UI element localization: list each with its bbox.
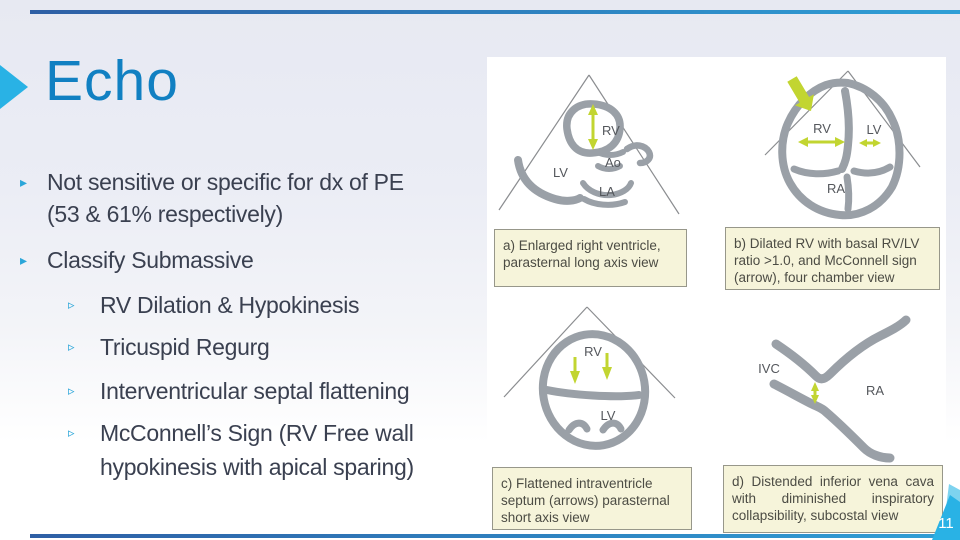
bullet-text: McConnell’s Sign (RV Free wall hypokines… [100, 416, 414, 484]
label-ra: RA [827, 181, 845, 196]
bullet-line: hypokinesis with apical sparing) [100, 454, 414, 480]
page-number: 11 [938, 515, 954, 532]
bullet-outline-triangle-icon: ▹ [68, 339, 75, 354]
label-lv: LV [867, 122, 882, 137]
bullet-item: ▸ Classify Submassive [20, 244, 482, 276]
page-title: Echo [45, 49, 179, 113]
bullet-text: Not sensitive or specific for dx of PE (… [47, 166, 404, 230]
bullet-line: (53 & 61% respectively) [47, 201, 283, 227]
diagram-short-axis: RV LV [503, 306, 676, 450]
bullet-outline-triangle-icon: ▹ [68, 425, 75, 440]
bullet-text: Tricuspid Regurg [100, 330, 270, 364]
sub-bullet-item: ▹ McConnell’s Sign (RV Free wall hypokin… [68, 416, 478, 484]
echo-figure-panel: RV LV Ao LA a) Enlarged right ventricle,… [487, 57, 946, 535]
label-ivc: IVC [758, 361, 780, 376]
bullet-text: RV Dilation & Hypokinesis [100, 288, 360, 322]
diagram-subcostal-ivc: IVC RA [758, 315, 911, 463]
label-rv: RV [813, 121, 831, 136]
title-arrow-icon [0, 65, 28, 109]
bullet-item: ▸ Not sensitive or specific for dx of PE… [20, 166, 482, 230]
caption-a: a) Enlarged right ventricle, parasternal… [494, 229, 687, 287]
bullet-text: Interventricular septal flattening [100, 374, 410, 408]
label-la: LA [599, 184, 615, 199]
bullet-line: Not sensitive or specific for dx of PE [47, 169, 404, 195]
page-number-flag: 11 [932, 484, 960, 540]
sub-bullet-item: ▹ Tricuspid Regurg [68, 330, 478, 364]
diagram-four-chamber: RV LV RA [764, 70, 921, 220]
label-rv: RV [602, 123, 620, 138]
label-rv: RV [584, 344, 602, 359]
caption-c: c) Flattened intraventricle septum (arro… [492, 467, 692, 530]
bullet-outline-triangle-icon: ▹ [68, 383, 75, 398]
diagram-parasternal-long-axis: RV LV Ao LA [498, 74, 680, 215]
bullet-triangle-icon: ▸ [20, 252, 28, 268]
caption-d: d) Distended inferior vena cava with dim… [723, 465, 943, 533]
bullet-line: Interventricular septal flattening [100, 378, 410, 404]
sub-bullet-item: ▹ RV Dilation & Hypokinesis [68, 288, 478, 322]
caption-b: b) Dilated RV with basal RV/LV ratio >1.… [725, 227, 940, 290]
bullet-line: McConnell’s Sign (RV Free wall [100, 420, 414, 446]
label-lv: LV [601, 408, 616, 423]
label-ao: Ao [605, 155, 621, 170]
bullet-text: Classify Submassive [47, 244, 254, 276]
bullet-line: Classify Submassive [47, 247, 254, 273]
label-lv: LV [553, 165, 568, 180]
bullet-triangle-icon: ▸ [20, 174, 28, 190]
bottom-accent-bar [30, 534, 960, 538]
bullet-outline-triangle-icon: ▹ [68, 297, 75, 312]
sub-bullet-item: ▹ Interventricular septal flattening [68, 374, 478, 408]
bullet-line: Tricuspid Regurg [100, 334, 270, 360]
label-ra: RA [866, 383, 884, 398]
bullet-line: RV Dilation & Hypokinesis [100, 292, 360, 318]
top-accent-bar [30, 10, 960, 14]
